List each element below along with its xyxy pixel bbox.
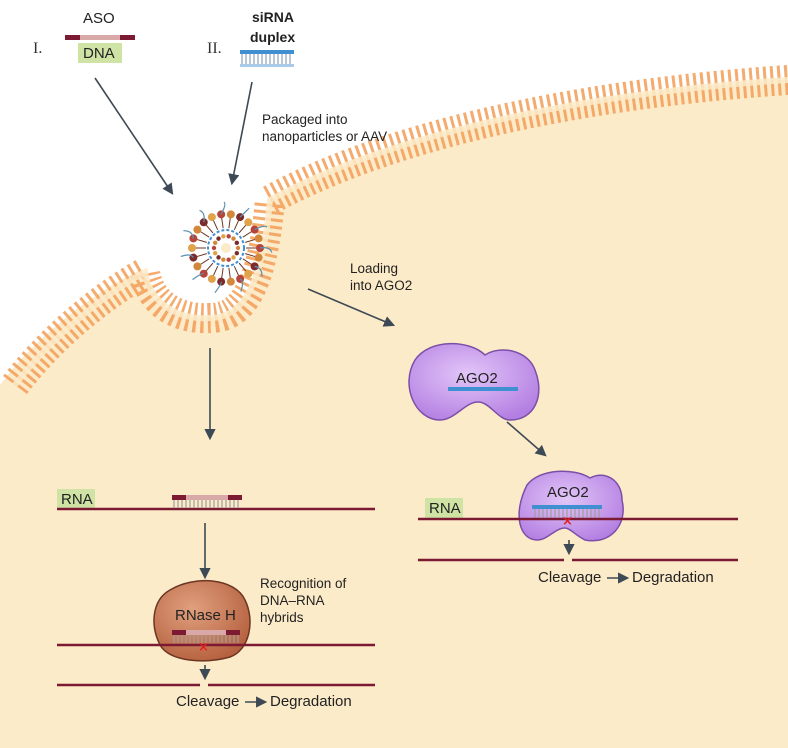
- cleavage-label-sirna: Cleavage: [538, 569, 601, 586]
- aso-bound-duplex: [172, 495, 242, 508]
- rna-tag-sirna-label: RNA: [429, 500, 461, 517]
- sirna-duplex-icon: [240, 50, 294, 67]
- cut-mark-icon: ×: [198, 640, 209, 655]
- ago2-guide-strand: [448, 387, 518, 391]
- sirna-label-2: duplex: [250, 29, 295, 45]
- recognition-label-1: Recognition of: [260, 576, 347, 591]
- recognition-label-2: DNA–RNA: [260, 593, 325, 608]
- aso-dna-gap: [80, 35, 120, 40]
- aso-numeral: I.: [33, 40, 42, 57]
- loading-label-2: into AGO2: [350, 278, 412, 293]
- rna-tag-sirna: [425, 498, 463, 518]
- ago2-bound-guide: [532, 505, 602, 509]
- packaging-label-1: Packaged into: [262, 112, 348, 127]
- ago2-free-protein: [408, 342, 540, 421]
- loading-label-1: Loading: [350, 261, 398, 276]
- recognition-label-3: hybrids: [260, 610, 304, 625]
- rna-tag-aso-label: RNA: [61, 491, 93, 508]
- arrow-sirna-to-particle: [228, 81, 253, 186]
- degradation-label-aso: Degradation: [270, 693, 352, 710]
- dna-tag-label: DNA: [83, 45, 115, 62]
- sirna-numeral: II.: [207, 40, 222, 57]
- cut-mark-ago2-icon: ×: [562, 514, 573, 529]
- aso-label: ASO: [83, 10, 115, 27]
- arrow-to-ago2: [307, 288, 396, 327]
- packaging-label-2: nanoparticles or AAV: [262, 129, 387, 144]
- degradation-label-sirna: Degradation: [632, 569, 714, 586]
- rnase-h-label: RNase H: [175, 607, 236, 624]
- membrane-core: [12, 77, 788, 387]
- rnase-h-duplex: [172, 630, 240, 643]
- cell-cytoplasm: [0, 80, 788, 748]
- sirna-label-1: siRNA: [252, 9, 294, 25]
- rna-tag-aso: [57, 489, 95, 509]
- ago2-bound-label: AGO2: [547, 484, 589, 501]
- arrow-to-ago2-target: [506, 421, 547, 457]
- ago2-free-label: AGO2: [456, 370, 498, 387]
- dna-tag: [78, 43, 122, 63]
- arrow-aso-to-particle: [94, 77, 174, 195]
- cleavage-label-aso: Cleavage: [176, 693, 239, 710]
- nanoparticle-icon: [180, 201, 273, 294]
